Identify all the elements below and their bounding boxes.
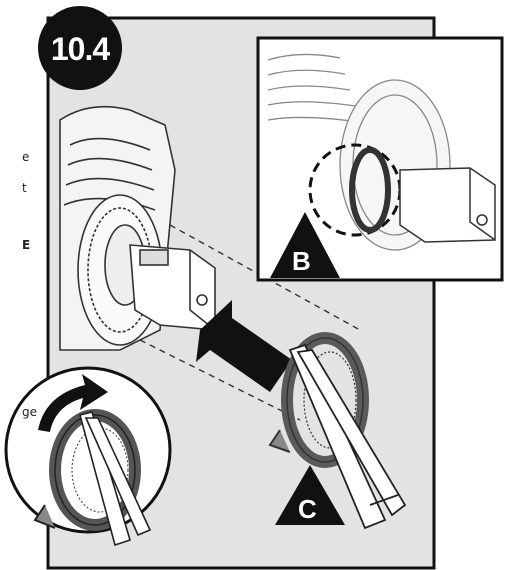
callout-c-label: C	[298, 494, 317, 524]
retaining-ring-icon	[268, 332, 369, 468]
left-margin-fragment-1: e	[22, 150, 30, 164]
detail-inset-b: B	[256, 36, 504, 282]
callout-c-triangle	[275, 465, 345, 525]
step-badge-icon: 10.4	[38, 6, 122, 90]
insert-arrow-icon	[196, 300, 292, 392]
guide-lines	[139, 224, 361, 421]
left-margin-fragment-4: ge	[22, 405, 37, 419]
left-margin-fragment-2: t	[22, 181, 27, 195]
callout-b-label: B	[292, 246, 311, 276]
left-margin-fragment-3: E	[22, 238, 31, 252]
step-number: 10.4	[51, 31, 110, 67]
rotate-arrow-icon	[38, 374, 108, 432]
callout-b-triangle	[270, 212, 340, 278]
needle-nose-pliers-icon	[288, 343, 407, 530]
tool-body	[59, 105, 216, 351]
